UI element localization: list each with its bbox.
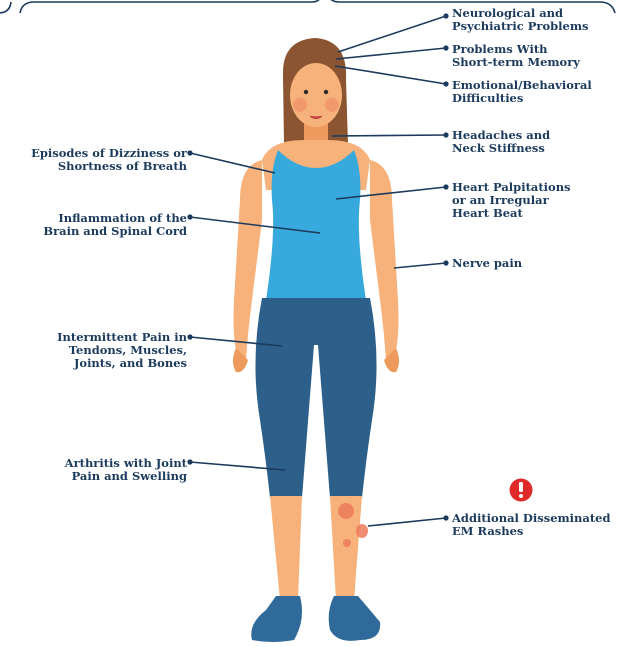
right-cheek xyxy=(325,98,339,112)
symptom-label-nerve: Nerve pain xyxy=(452,257,522,270)
rash-1 xyxy=(338,503,354,519)
left-lower-leg xyxy=(270,496,302,600)
tank-top xyxy=(266,150,366,300)
symptom-label-line: Neck Stiffness xyxy=(452,142,550,155)
leader-line-rashes xyxy=(368,518,446,526)
symptom-label-line: Short-term Memory xyxy=(452,56,580,69)
leader-dot-dizziness xyxy=(187,150,192,155)
right-shoe xyxy=(329,596,381,641)
symptom-label-line: Difficulties xyxy=(452,92,592,105)
leader-dot-inflammation xyxy=(187,214,192,219)
leader-line-emotional xyxy=(335,66,446,84)
leader-line-headaches xyxy=(332,135,446,136)
right-eye xyxy=(324,90,328,94)
left-shoe xyxy=(251,596,302,642)
symptom-label-line: Brain and Spinal Cord xyxy=(43,225,187,238)
leader-dot-emotional xyxy=(443,81,448,86)
leader-dot-heart xyxy=(443,184,448,189)
leggings xyxy=(255,298,376,498)
symptom-label-line: Shortness of Breath xyxy=(31,160,187,173)
symptom-label-line: Heart Beat xyxy=(452,207,571,220)
leader-dot-nerve xyxy=(443,260,448,265)
symptom-label-line: EM Rashes xyxy=(452,525,611,538)
leader-dot-memory xyxy=(443,45,448,50)
leader-line-neuro xyxy=(338,16,446,52)
symptom-label-line: Psychiatric Problems xyxy=(452,20,588,33)
leader-line-nerve xyxy=(394,263,446,268)
left-eye xyxy=(304,90,308,94)
woman-figure xyxy=(233,38,399,642)
rash-2 xyxy=(356,524,368,538)
symptom-label-line: Nerve pain xyxy=(452,257,522,270)
leader-dot-neuro xyxy=(443,13,448,18)
symptom-label-line: Pain and Swelling xyxy=(65,470,187,483)
exclamation-alert-icon xyxy=(510,479,533,502)
leader-dot-headaches xyxy=(443,132,448,137)
left-cheek xyxy=(293,98,307,112)
leader-dot-intermittent xyxy=(187,334,192,339)
leader-line-dizziness xyxy=(190,153,275,173)
rash-3 xyxy=(343,539,351,547)
symptom-label-line: Joints, and Bones xyxy=(57,357,187,370)
leader-line-memory xyxy=(336,48,446,59)
leader-dot-rashes xyxy=(443,515,448,520)
leader-dot-arthritis xyxy=(187,459,192,464)
